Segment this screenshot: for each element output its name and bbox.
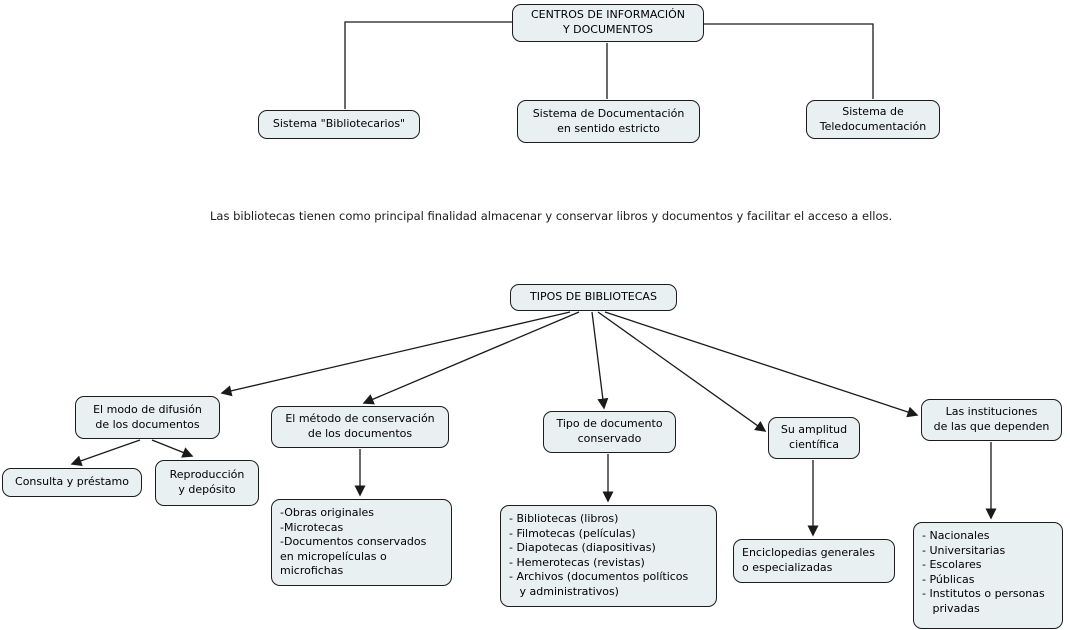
node-sistema-teledocumentacion-label: Sistema de Teledocumentación	[819, 104, 927, 133]
node-instituciones: Las instituciones de las que dependen	[921, 399, 1062, 441]
connector-root-bibliotecarios	[344, 21, 512, 109]
connector-difusion-reproduccion	[151, 439, 194, 458]
node-amplitud-cientifica: Su amplitud científica	[768, 417, 860, 459]
node-sistema-bibliotecarios: Sistema "Bibliotecarios"	[258, 110, 420, 139]
connector-tipos-documento	[591, 311, 609, 410]
node-enciclopedias: Enciclopedias generales o especializadas	[733, 539, 895, 583]
node-tipos-bibliotecas: TIPOS DE BIBLIOTECAS	[510, 284, 677, 311]
node-reproduccion-deposito: Reproducción y depósito	[155, 460, 259, 506]
node-modo-difusion-label: El modo de difusión de los documentos	[93, 402, 202, 431]
node-centros-informacion-label: CENTROS DE INFORMACIÓN Y DOCUMENTOS	[530, 8, 685, 36]
node-tipo-documento: Tipo de documento conservado	[543, 411, 676, 453]
connector-root-teledocumentacion	[704, 23, 874, 99]
node-instituciones-label: Las instituciones de las que dependen	[933, 405, 1050, 433]
node-conservacion-list-text: -Obras originales -Microtecas -Documento…	[280, 506, 427, 578]
node-modo-difusion: El modo de difusión de los documentos	[75, 396, 220, 439]
node-tipo-documento-label: Tipo de documento conservado	[556, 417, 663, 445]
connector-difusion-consulta	[70, 439, 141, 467]
node-consulta-prestamo-label: Consulta y préstamo	[15, 475, 129, 489]
note-bibliotecas: Las bibliotecas tienen como principal fi…	[210, 209, 893, 223]
node-sistema-teledocumentacion: Sistema de Teledocumentación	[806, 100, 940, 139]
node-centros-informacion: CENTROS DE INFORMACIÓN Y DOCUMENTOS	[512, 4, 704, 42]
node-consulta-prestamo: Consulta y préstamo	[2, 468, 142, 497]
connector-tipos-instituciones	[604, 311, 919, 418]
node-sistema-documentacion: Sistema de Documentación en sentido estr…	[517, 100, 700, 143]
node-tipos-bibliotecas-label: TIPOS DE BIBLIOTECAS	[530, 290, 657, 304]
node-instituciones-list-text: - Nacionales - Universitarias - Escolare…	[922, 529, 1045, 615]
node-documento-list-text: - Bibliotecas (libros) - Filmotecas (pel…	[509, 512, 689, 598]
node-sistema-bibliotecarios-label: Sistema "Bibliotecarios"	[272, 117, 406, 131]
node-reproduccion-deposito-label: Reproducción y depósito	[169, 468, 245, 496]
node-documento-list: - Bibliotecas (libros) - Filmotecas (pel…	[500, 505, 717, 607]
node-amplitud-cientifica-label: Su amplitud científica	[780, 423, 848, 451]
node-enciclopedias-text: Enciclopedias generales o especializadas	[742, 546, 875, 574]
connector-tipos-amplitud	[597, 311, 767, 432]
node-instituciones-list: - Nacionales - Universitarias - Escolare…	[913, 522, 1063, 629]
node-sistema-documentacion-label: Sistema de Documentación en sentido estr…	[532, 106, 685, 135]
node-metodo-conservacion: El método de conservación de los documen…	[271, 406, 449, 448]
node-metodo-conservacion-label: El método de conservación de los documen…	[285, 412, 435, 440]
node-conservacion-list: -Obras originales -Microtecas -Documento…	[271, 499, 452, 586]
connector-tipos-difusion	[220, 311, 571, 397]
connector-tipos-conservacion	[362, 311, 580, 405]
